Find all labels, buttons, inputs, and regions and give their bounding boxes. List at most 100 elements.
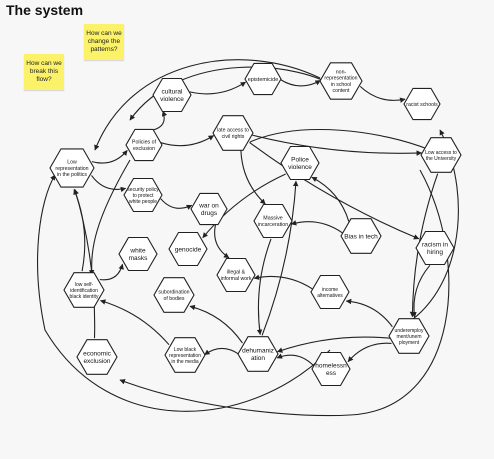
node-epistemicide[interactable]: epistemicide	[244, 62, 282, 96]
hexagon-shape	[403, 87, 441, 121]
hexagon-shape	[237, 336, 279, 372]
sticky-note-text: How can we break this flow?	[26, 60, 62, 83]
node-bias-in-tech[interactable]: Bias in tech	[340, 218, 382, 254]
node-label-line: violence	[160, 96, 184, 103]
node-label-line: in the media	[171, 359, 198, 365]
edge-massive-incarceration-to-dehumanization	[256, 238, 272, 336]
node-label-line: black identity	[70, 294, 99, 300]
node-label-line: masks	[129, 255, 149, 262]
node-label-line: civil rights	[222, 134, 245, 140]
node-label-line: to protect	[133, 193, 154, 199]
edge-security-policy-to-war-on-drugs	[160, 198, 193, 210]
edge-bias-in-tech-to-massive-incarceration	[290, 220, 343, 234]
edge-dehumanization-to-low-black-representation-media	[204, 347, 240, 356]
edge-late-access-civil-rights-to-low-access-university	[249, 129, 431, 151]
edge-epistemicide-to-non-representation	[279, 78, 321, 87]
node-label-line: genocide	[175, 246, 202, 253]
sticky-note-break-flow[interactable]: How can we break this flow?	[24, 54, 64, 90]
node-label-line: in the politics	[57, 172, 87, 178]
edge-low-representation-politics-to-policies-exclusion	[91, 149, 128, 164]
hexagon-shape	[340, 218, 382, 254]
node-label-line: Bias in tech	[344, 233, 378, 240]
sticky-note-text: How can we change the patterns?	[86, 30, 122, 53]
node-label-line: late access to	[217, 128, 249, 134]
hexagon-shape	[388, 318, 430, 354]
hexagon-shape	[253, 203, 293, 239]
node-genocide[interactable]: genocide	[168, 231, 208, 267]
node-label-line: alternatives	[317, 293, 343, 299]
hexagon-shape	[164, 337, 206, 373]
page-title: The system	[6, 2, 84, 18]
edge-war-on-drugs-to-illegal-informal-work	[214, 224, 230, 259]
node-label-line: income	[322, 287, 338, 293]
node-label-line: exclusion	[83, 358, 110, 365]
hexagon-shape	[420, 137, 462, 173]
edge-cultural-violence-to-epistemicide	[189, 81, 247, 95]
node-label-line: security policy	[127, 187, 159, 193]
edge-underemployment-to-homelessness	[347, 342, 392, 363]
node-label-line: representation	[55, 166, 88, 172]
hexagon-shape	[280, 145, 320, 181]
node-label-line: white	[129, 247, 146, 254]
hexagon-shape	[415, 230, 455, 266]
edge-low-black-representation-media-to-low-self-identification	[99, 299, 170, 346]
edge-policies-exclusion-to-cultural-violence	[152, 110, 168, 131]
node-illegal-informal-work[interactable]: illegal &informal work	[216, 257, 256, 293]
node-label-line: white people	[129, 199, 157, 205]
node-label-line: subordination	[158, 290, 189, 296]
edge-dehumanization-to-police-violence	[261, 180, 299, 336]
node-label-line: drugs	[201, 210, 218, 217]
node-label-line: homelessn	[315, 362, 347, 369]
node-label-line: ployment	[399, 340, 420, 346]
edge-late-access-civil-rights-to-massive-incarceration	[240, 150, 266, 205]
edge-underemployment-to-dehumanization	[276, 336, 391, 353]
edge-economic-exclusion-to-low-representation-politics	[73, 188, 96, 339]
hexagon-shape	[63, 272, 105, 308]
node-label-line: dehumaniz	[242, 347, 274, 354]
node-label-line: of bodies	[163, 296, 184, 302]
node-label-line: ation	[251, 355, 265, 362]
node-label-line: hiring	[427, 249, 443, 256]
hexagon-shape	[311, 351, 351, 387]
node-label-line: low self-	[75, 282, 94, 288]
hexagon-shape	[125, 128, 163, 162]
hexagon-shape	[216, 257, 256, 293]
sticky-note-change-patterns[interactable]: How can we change the patterns?	[84, 24, 124, 60]
edge-homelessness-to-dehumanization	[276, 353, 314, 366]
edge-late-access-civil-rights-to-racism-hiring	[249, 141, 420, 240]
edge-income-alternatives-to-illegal-informal-work	[253, 274, 313, 290]
node-racist-schools[interactable]: racist schools	[403, 87, 441, 121]
node-label-line: Low	[67, 160, 77, 166]
hexagon-shape	[118, 236, 158, 272]
hexagon-shape	[152, 77, 192, 113]
node-label-line: cultural	[162, 88, 184, 95]
hexagon-shape	[212, 115, 254, 151]
node-label-line: representation	[169, 353, 201, 359]
edge-low-representation-politics-to-security-policy	[91, 175, 127, 193]
node-label-line: exclusion	[133, 146, 155, 152]
edge-police-violence-to-genocide	[202, 173, 286, 239]
hexagon-shape	[76, 339, 118, 375]
node-label-line: ment/unem	[396, 334, 421, 340]
edge-underemployment-to-income-alternatives	[345, 298, 393, 328]
